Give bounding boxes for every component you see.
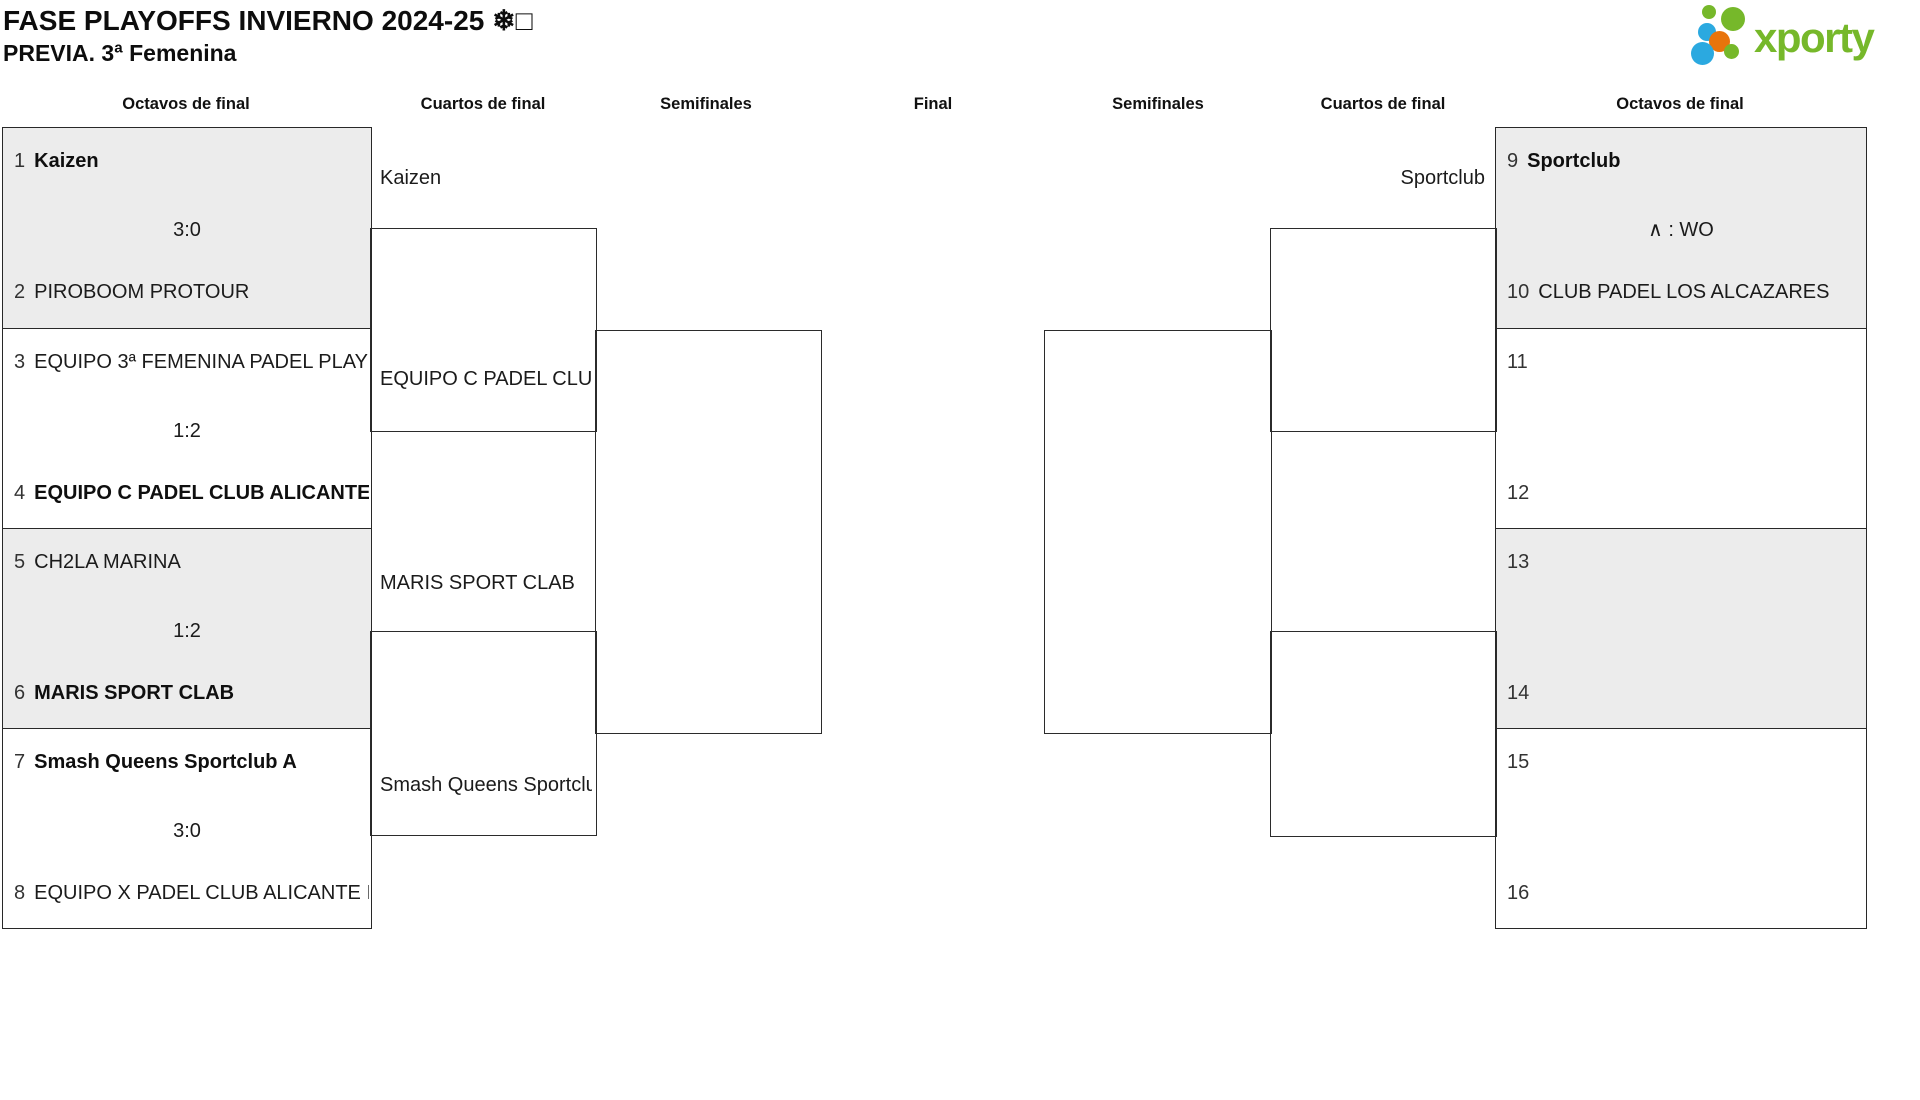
round-header-right-cuartos: Cuartos de final xyxy=(1320,95,1446,113)
team-row: 14 xyxy=(1507,681,1864,705)
seed-label: 12 xyxy=(1507,482,1530,504)
advancer-label-smash: Smash Queens Sportclu xyxy=(380,774,592,796)
team-row: 10 CLUB PADEL LOS ALCAZARES xyxy=(1507,280,1864,304)
seed-label: 9 xyxy=(1507,150,1519,172)
match-box-9-10[interactable]: 9 Sportclub ∧ : WO 10 CLUB PADEL LOS ALC… xyxy=(1496,128,1866,328)
team-name: EQUIPO C PADEL CLUB ALICANTE IN xyxy=(34,482,369,504)
match-score: ∧ : WO xyxy=(1648,219,1714,241)
xporty-logo[interactable]: xporty xyxy=(1688,2,1918,82)
round-header-left-cuartos: Cuartos de final xyxy=(420,95,546,113)
team-name: Sportclub xyxy=(1527,150,1621,172)
logo-dot-green-bottom xyxy=(1724,44,1739,59)
seed-label: 4 xyxy=(14,482,26,504)
seed-label: 5 xyxy=(14,551,26,573)
team-row: 3 EQUIPO 3ª FEMENINA PADEL PLAY xyxy=(14,350,369,374)
match-box-5-6[interactable]: 5 CH2LA MARINA 1:2 6 MARIS SPORT CLAB xyxy=(3,528,371,728)
logo-dot-green-small xyxy=(1702,5,1716,19)
team-name: MARIS SPORT CLAB xyxy=(34,682,235,704)
round-header-final: Final xyxy=(913,95,953,113)
seed-label: 1 xyxy=(14,150,26,172)
team-row: 6 MARIS SPORT CLAB xyxy=(14,681,369,705)
team-name: CLUB PADEL LOS ALCAZARES xyxy=(1538,281,1830,303)
seed-label: 3 xyxy=(14,351,26,373)
team-row: 2 PIROBOOM PROTOUR xyxy=(14,280,369,304)
match-score: 3:0 xyxy=(173,820,201,842)
round-header-left-semis: Semifinales xyxy=(660,95,752,113)
team-name: EQUIPO X PADEL CLUB ALICANTE IN xyxy=(34,882,369,904)
logo-dot-green-large xyxy=(1721,7,1745,31)
team-name: Kaizen xyxy=(34,150,99,172)
round-header-left-octavos: Octavos de final xyxy=(122,95,250,113)
team-row: 1 Kaizen xyxy=(14,149,369,173)
team-row: 4 EQUIPO C PADEL CLUB ALICANTE IN xyxy=(14,481,369,505)
team-row: 11 xyxy=(1507,350,1864,374)
bracket-connector-left-quarter-2 xyxy=(370,631,597,836)
tournament-subtitle: PREVIA. 3ª Femenina xyxy=(3,40,237,66)
match-score: 3:0 xyxy=(173,219,201,241)
bracket-connector-left-semifinal xyxy=(595,330,822,734)
match-score: 1:2 xyxy=(173,420,201,442)
match-box-13-14[interactable]: 13 14 xyxy=(1496,528,1866,728)
team-row: 12 xyxy=(1507,481,1864,505)
logo-wordmark: xporty xyxy=(1754,14,1875,61)
seed-label: 16 xyxy=(1507,882,1530,904)
team-name: CH2LA MARINA xyxy=(34,551,181,573)
advancer-label-kaizen: Kaizen xyxy=(380,167,442,189)
team-row: 5 CH2LA MARINA xyxy=(14,550,369,574)
team-row: 13 xyxy=(1507,550,1864,574)
team-name: PIROBOOM PROTOUR xyxy=(34,281,250,303)
match-box-1-2[interactable]: 1 Kaizen 3:0 2 PIROBOOM PROTOUR xyxy=(3,128,371,328)
team-row: 9 Sportclub xyxy=(1507,149,1864,173)
round-header-right-semis: Semifinales xyxy=(1112,95,1204,113)
bracket-connector-right-quarter-2 xyxy=(1270,631,1497,837)
team-name: Smash Queens Sportclub A xyxy=(34,751,297,773)
match-box-3-4[interactable]: 3 EQUIPO 3ª FEMENINA PADEL PLAY 1:2 4 EQ… xyxy=(3,328,371,528)
team-name: EQUIPO 3ª FEMENINA PADEL PLAY xyxy=(34,351,368,373)
match-box-11-12[interactable]: 11 12 xyxy=(1496,328,1866,528)
team-row: 15 xyxy=(1507,750,1864,774)
seed-label: 7 xyxy=(14,751,26,773)
round-header-right-octavos: Octavos de final xyxy=(1616,95,1744,113)
match-score: 1:2 xyxy=(173,620,201,642)
advancer-label-maris: MARIS SPORT CLAB xyxy=(380,572,575,594)
advancer-label-equipo-c: EQUIPO C PADEL CLUB xyxy=(380,368,592,390)
bracket-connector-left-quarter-1 xyxy=(370,228,597,432)
seed-label: 2 xyxy=(14,281,26,303)
seed-label: 6 xyxy=(14,682,26,704)
bracket-connector-right-quarter-1 xyxy=(1270,228,1497,432)
seed-label: 14 xyxy=(1507,682,1530,704)
team-row: 16 xyxy=(1507,881,1864,905)
seed-label: 15 xyxy=(1507,751,1530,773)
seed-label: 8 xyxy=(14,882,26,904)
team-row: 8 EQUIPO X PADEL CLUB ALICANTE IN xyxy=(14,881,369,905)
seed-label: 13 xyxy=(1507,551,1530,573)
left-octavos-column: 1 Kaizen 3:0 2 PIROBOOM PROTOUR 3 EQUIPO… xyxy=(2,127,372,929)
seed-label: 10 xyxy=(1507,281,1530,303)
tournament-title: FASE PLAYOFFS INVIERNO 2024-25 ❄□ xyxy=(3,5,533,36)
right-octavos-column: 9 Sportclub ∧ : WO 10 CLUB PADEL LOS ALC… xyxy=(1495,127,1867,929)
match-box-15-16[interactable]: 15 16 xyxy=(1496,728,1866,928)
logo-dot-blue-large xyxy=(1691,42,1714,65)
bracket-connector-right-semifinal xyxy=(1044,330,1272,734)
seed-label: 11 xyxy=(1507,351,1528,373)
advancer-label-sportclub: Sportclub xyxy=(1400,167,1486,189)
team-row: 7 Smash Queens Sportclub A xyxy=(14,750,369,774)
match-box-7-8[interactable]: 7 Smash Queens Sportclub A 3:0 8 EQUIPO … xyxy=(3,728,371,928)
